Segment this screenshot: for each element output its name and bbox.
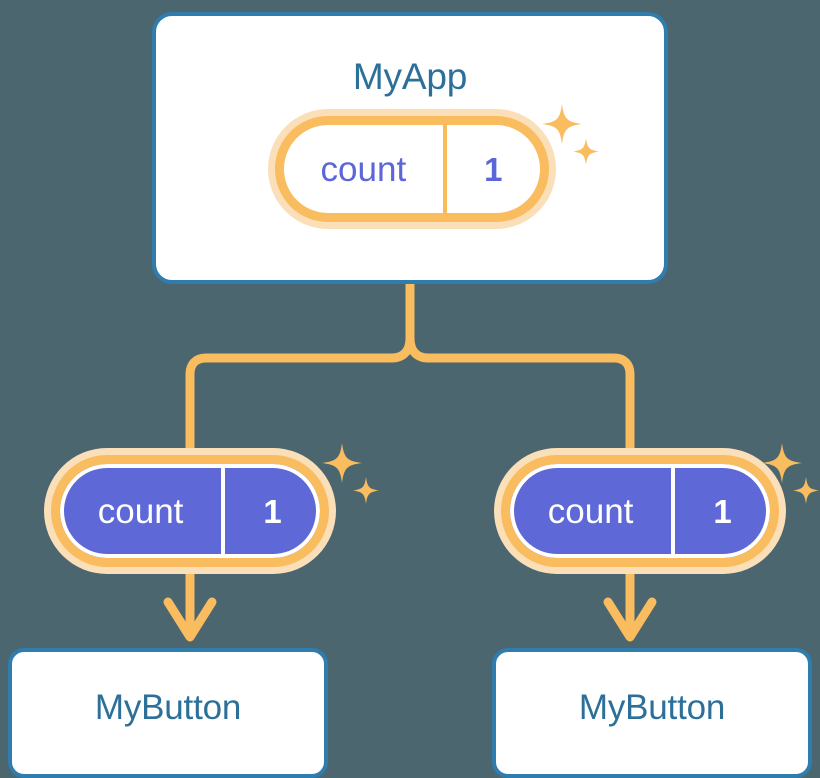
state-pill-button-right[interactable]: count 1 (494, 448, 786, 574)
component-card-mybutton-right[interactable]: MyButton (492, 648, 812, 778)
state-key-label: count (547, 491, 634, 531)
state-pill-key-cell: count (284, 125, 443, 213)
state-pill-value-cell: 1 (442, 125, 540, 213)
state-pill-inner: count 1 (275, 116, 549, 222)
state-pill-value-cell: 1 (671, 464, 770, 558)
connector-branch-tree-right (405, 333, 635, 457)
state-key-label: count (320, 149, 407, 189)
state-pill-key-cell: count (510, 464, 671, 558)
arrow-left (163, 570, 217, 642)
state-key-label: count (97, 491, 184, 531)
state-pill-inner: count 1 (51, 455, 329, 567)
component-title-mybutton-right: MyButton (578, 687, 726, 727)
state-pill-myapp[interactable]: count 1 (268, 109, 556, 229)
component-title-mybutton-left: MyButton (94, 687, 242, 727)
arrow-right (603, 570, 657, 642)
state-pill-button-left[interactable]: count 1 (44, 448, 336, 574)
state-value-label: 1 (713, 492, 732, 530)
arrow-left-head (163, 597, 217, 642)
state-pill-body: count 1 (44, 448, 336, 574)
connector-branch-tree (185, 279, 415, 457)
state-value-label: 1 (263, 492, 282, 530)
state-pill-body: count 1 (268, 109, 556, 229)
state-value-label: 1 (484, 150, 503, 188)
component-card-mybutton-left[interactable]: MyButton (8, 648, 328, 778)
state-pill-inner: count 1 (501, 455, 779, 567)
state-pill-value-cell: 1 (221, 464, 320, 558)
component-title-myapp: MyApp (352, 56, 468, 97)
arrow-right-head (603, 597, 657, 642)
state-pill-key-cell: count (60, 464, 221, 558)
state-pill-body: count 1 (494, 448, 786, 574)
